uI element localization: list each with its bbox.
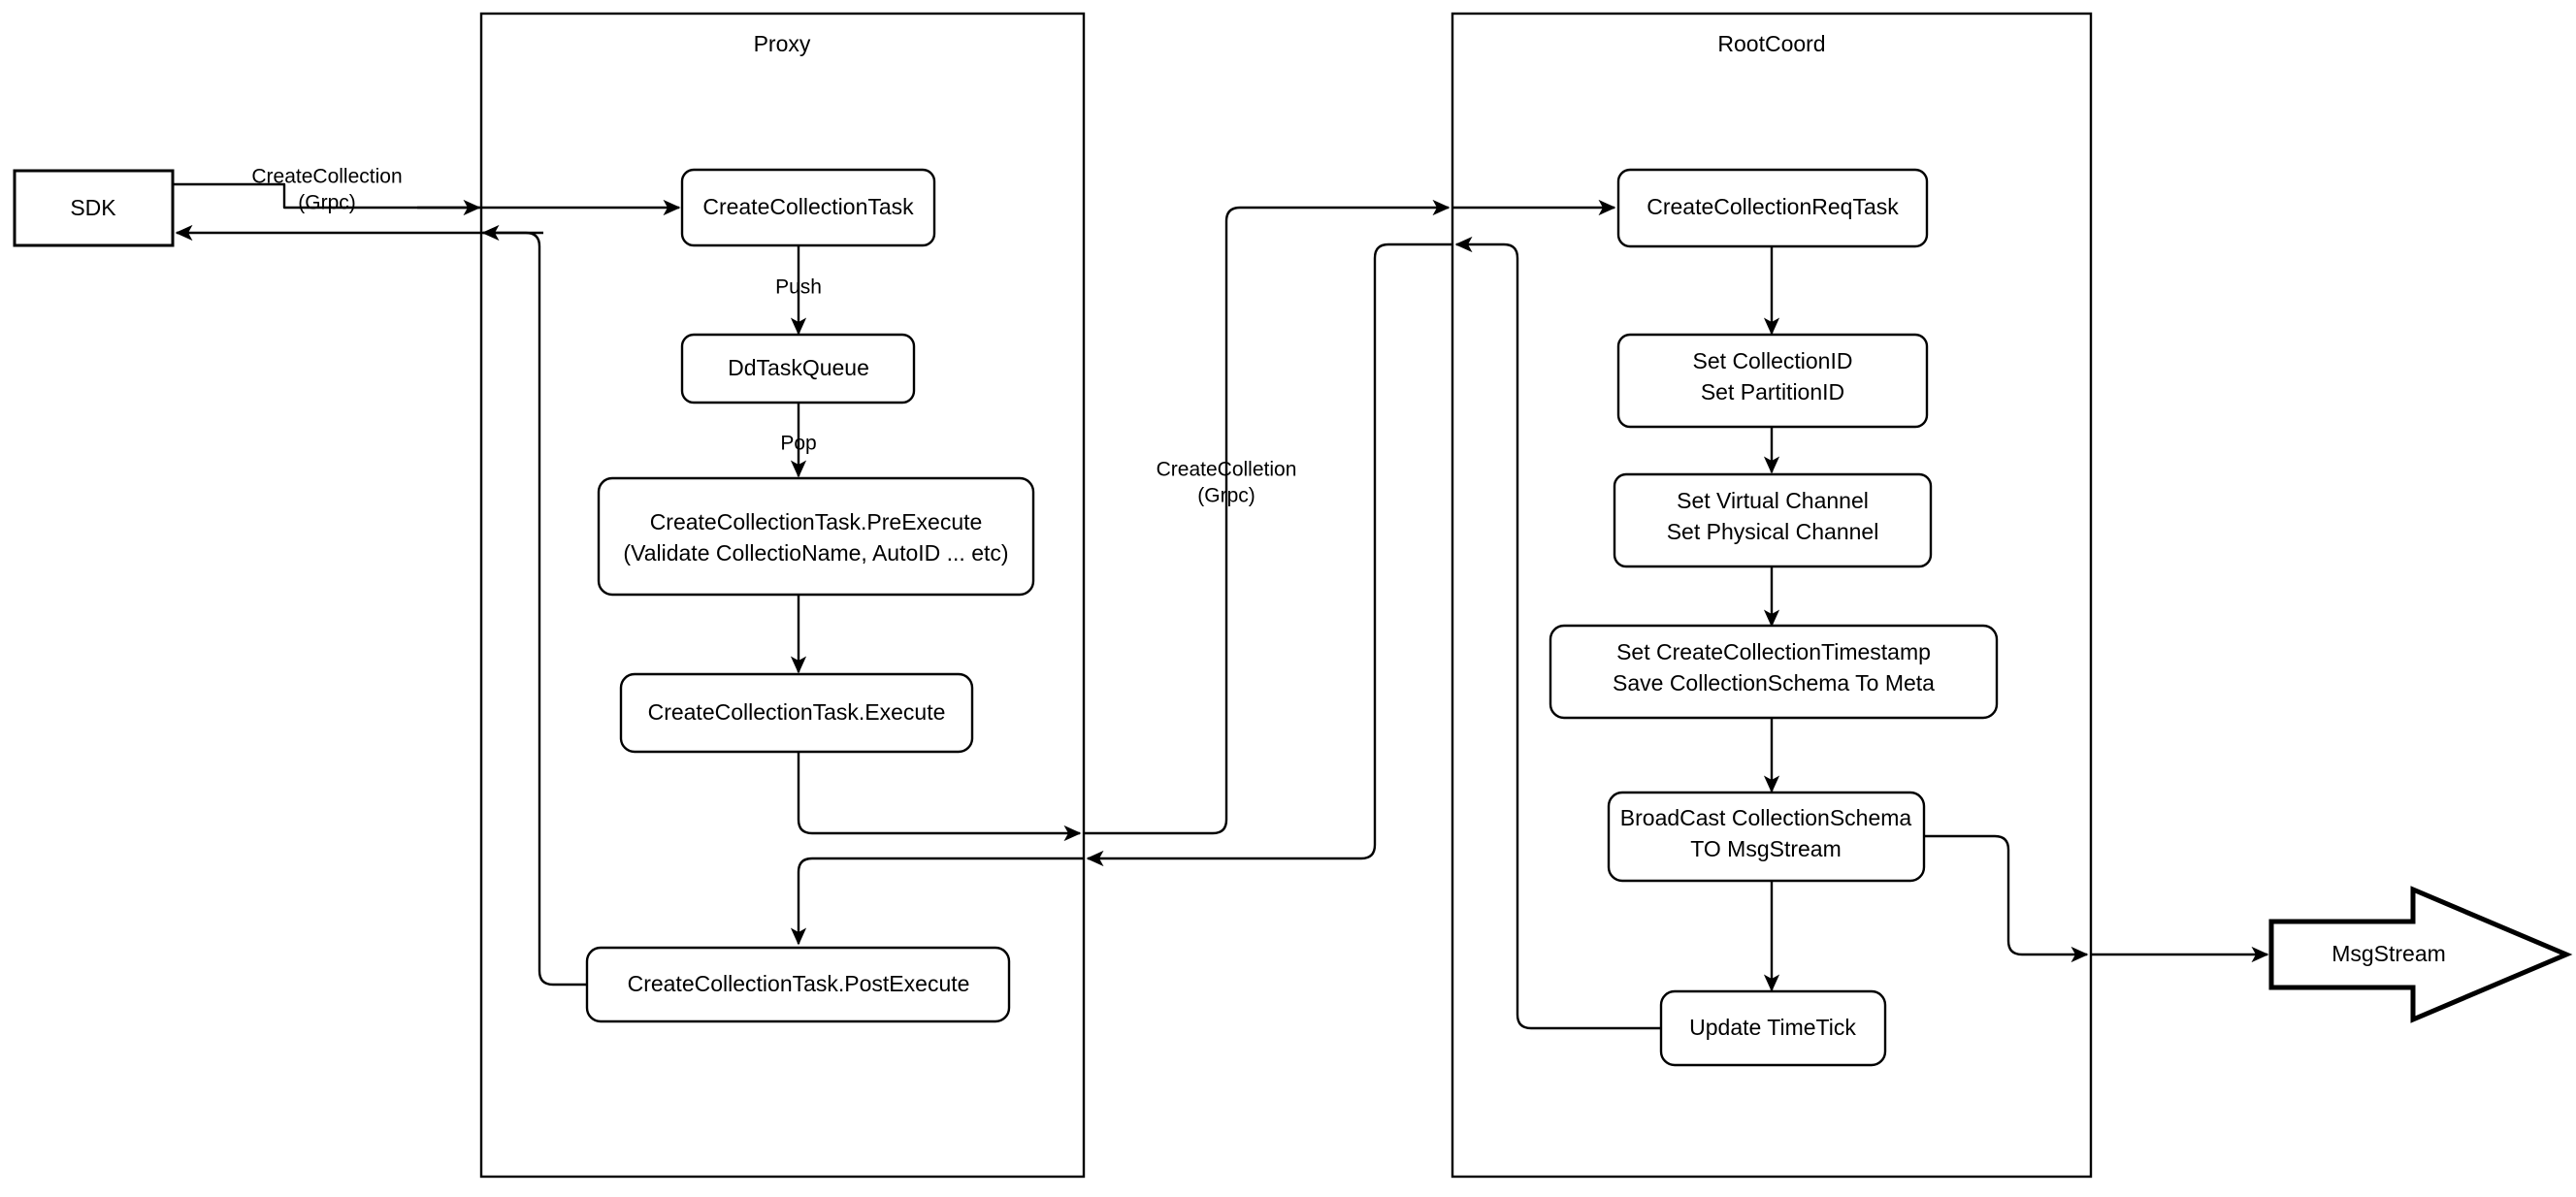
node-create-collection-req-task[interactable]: CreateCollectionReqTask — [1616, 168, 1929, 248]
connector-execute-to-rootcoord — [797, 752, 1082, 842]
node-update-timetick[interactable]: Update TimeTick — [1659, 989, 1887, 1067]
node-execute-label: CreateCollectionTask.Execute — [648, 699, 946, 725]
connector-rootcoord-to-proxy-return — [1086, 243, 1452, 867]
edge-label-sdk-grpc: CreateCollection (Grpc) — [251, 166, 402, 214]
node-pre-execute[interactable]: CreateCollectionTask.PreExecute (Validat… — [597, 476, 1035, 597]
connector-push: Push — [775, 245, 822, 336]
node-sdk[interactable]: SDK — [13, 169, 175, 247]
node-set-timestamp[interactable]: Set CreateCollectionTimestamp Save Colle… — [1549, 624, 1999, 720]
node-broadcast[interactable]: BroadCast CollectionSchema TO MsgStream — [1607, 791, 1926, 883]
node-dd-task-queue[interactable]: DdTaskQueue — [680, 333, 916, 404]
pop-label: Pop — [780, 433, 816, 455]
sdk-grpc-label-line2: (Grpc) — [298, 192, 356, 214]
connector-proxy-gap-out — [1084, 199, 1451, 835]
node-set-timestamp-label-line1: Set CreateCollectionTimestamp — [1616, 639, 1931, 664]
node-set-channels-label-line2: Set Physical Channel — [1667, 519, 1879, 544]
node-post-execute[interactable]: CreateCollectionTask.PostExecute — [585, 946, 1011, 1023]
node-set-channels-label-line1: Set Virtual Channel — [1677, 488, 1869, 513]
connector-pop: Pop — [780, 403, 817, 478]
edge-label-proxy-rootcoord-grpc: CreateColletion (Grpc) — [1157, 459, 1297, 507]
node-dd-task-queue-label: DdTaskQueue — [728, 355, 869, 380]
node-set-timestamp-label-line2: Save CollectionSchema To Meta — [1613, 670, 1935, 696]
node-create-collection-task-label: CreateCollectionTask — [702, 194, 914, 219]
node-set-ids-label-line1: Set CollectionID — [1693, 348, 1853, 373]
connector-broadcast-to-msgstream — [1924, 834, 2089, 963]
node-update-timetick-label: Update TimeTick — [1689, 1015, 1856, 1040]
container-proxy-label: Proxy — [754, 31, 811, 56]
node-broadcast-label-line1: BroadCast CollectionSchema — [1620, 805, 1912, 830]
node-pre-execute-label-line2: (Validate CollectioName, AutoID ... etc) — [623, 540, 1008, 566]
node-msgstream[interactable]: MsgStream — [2268, 886, 2573, 1023]
connector-proxy-return-entry — [790, 857, 1084, 946]
node-msgstream-label: MsgStream — [2331, 941, 2446, 966]
node-pre-execute-label-line1: CreateCollectionTask.PreExecute — [650, 509, 983, 534]
node-set-ids[interactable]: Set CollectionID Set PartitionID — [1616, 333, 1929, 429]
node-execute[interactable]: CreateCollectionTask.Execute — [619, 672, 974, 754]
node-set-ids-label-line2: Set PartitionID — [1701, 379, 1844, 404]
proxy-rootcoord-grpc-label-line2: (Grpc) — [1197, 485, 1255, 507]
sdk-grpc-label-line1: CreateCollection — [251, 166, 402, 188]
push-label: Push — [775, 276, 822, 299]
connector-sdk-to-proxy — [173, 182, 681, 216]
container-rootcoord-label: RootCoord — [1717, 31, 1825, 56]
proxy-rootcoord-grpc-label-line1: CreateColletion — [1157, 459, 1297, 481]
node-set-channels[interactable]: Set Virtual Channel Set Physical Channel — [1613, 472, 1933, 568]
connector-timetick-return — [1454, 236, 1661, 1030]
node-post-execute-label: CreateCollectionTask.PostExecute — [628, 971, 970, 996]
node-broadcast-label-line2: TO MsgStream — [1690, 836, 1842, 861]
node-create-collection-task[interactable]: CreateCollectionTask — [680, 168, 936, 247]
node-sdk-label: SDK — [70, 195, 116, 220]
node-create-collection-req-task-label: CreateCollectionReqTask — [1647, 194, 1899, 219]
